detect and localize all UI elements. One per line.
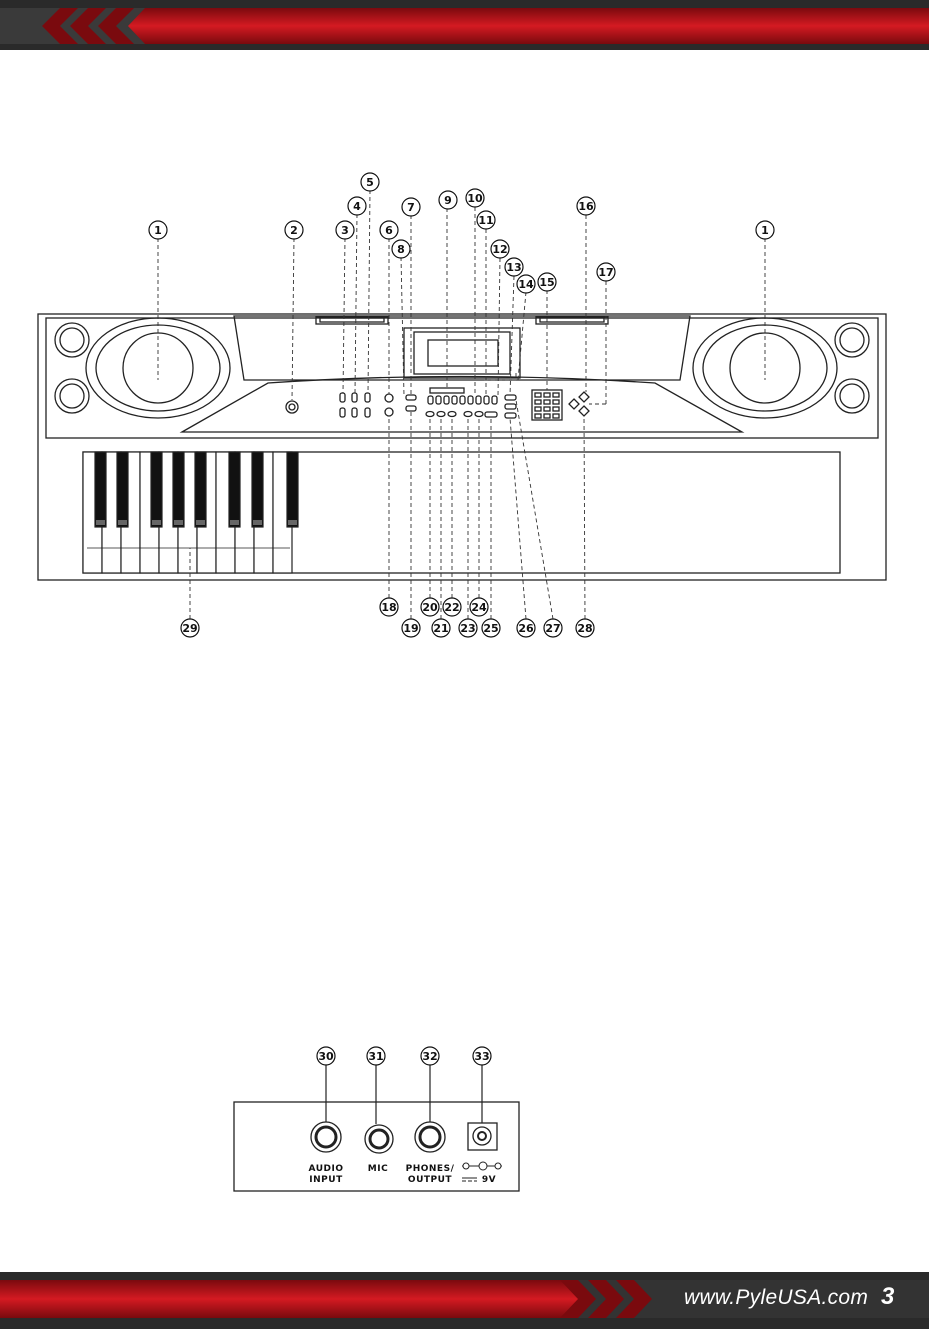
callout-11: 11 — [478, 214, 493, 227]
callout-8: 8 — [397, 243, 405, 256]
callout-15: 15 — [539, 276, 554, 289]
callout-32: 32 — [422, 1050, 437, 1063]
callout-30: 30 — [318, 1050, 334, 1063]
callout-12: 12 — [492, 243, 507, 256]
left-buttons — [340, 393, 416, 417]
callout-25: 25 — [483, 622, 498, 635]
left-speaker — [55, 318, 230, 418]
callout-31: 31 — [368, 1050, 383, 1063]
audio-input-label-1: AUDIO — [309, 1164, 344, 1174]
callout-27: 27 — [545, 622, 560, 635]
callout-16: 16 — [578, 200, 594, 213]
power-knob — [286, 401, 298, 413]
phones-label-2: OUTPUT — [408, 1175, 453, 1185]
callout-28: 28 — [577, 622, 592, 635]
dc-power-jack-icon — [468, 1123, 497, 1150]
mic-jack-icon — [365, 1125, 393, 1153]
power-label: 9V — [482, 1175, 496, 1185]
callout-17: 17 — [598, 266, 613, 279]
footer-url: www.PyleUSA.com — [684, 1286, 868, 1310]
callout-26: 26 — [518, 622, 534, 635]
phones-jack-icon — [415, 1122, 445, 1152]
callout-7: 7 — [407, 201, 415, 214]
page-number: 3 — [881, 1283, 894, 1311]
callout-18: 18 — [381, 601, 396, 614]
callout-1a: 1 — [154, 224, 162, 237]
callout-29: 29 — [182, 622, 197, 635]
callout-19: 19 — [403, 622, 418, 635]
piano-keys — [83, 452, 298, 573]
callout-5: 5 — [366, 176, 374, 189]
callout-1b: 1 — [761, 224, 769, 237]
audio-input-jack-icon — [311, 1122, 341, 1152]
callout-14: 14 — [518, 278, 534, 291]
mic-label: MIC — [368, 1164, 388, 1174]
callout-33: 33 — [474, 1050, 489, 1063]
right-buttons — [505, 390, 589, 420]
callout-9: 9 — [444, 194, 452, 207]
callout-23: 23 — [460, 622, 475, 635]
callout-6: 6 — [385, 224, 393, 237]
phones-label-1: PHONES/ — [406, 1164, 455, 1174]
callout-21: 21 — [433, 622, 448, 635]
callout-22: 22 — [444, 601, 459, 614]
callout-4: 4 — [353, 200, 361, 213]
callout-10: 10 — [467, 192, 483, 205]
callout-13: 13 — [506, 261, 521, 274]
callout-20: 20 — [422, 601, 438, 614]
lcd-display — [404, 328, 520, 378]
right-speaker — [693, 318, 869, 418]
audio-input-label-2: INPUT — [309, 1175, 343, 1185]
callout-3: 3 — [341, 224, 349, 237]
callout-2: 2 — [290, 224, 298, 237]
callout-24: 24 — [471, 601, 487, 614]
